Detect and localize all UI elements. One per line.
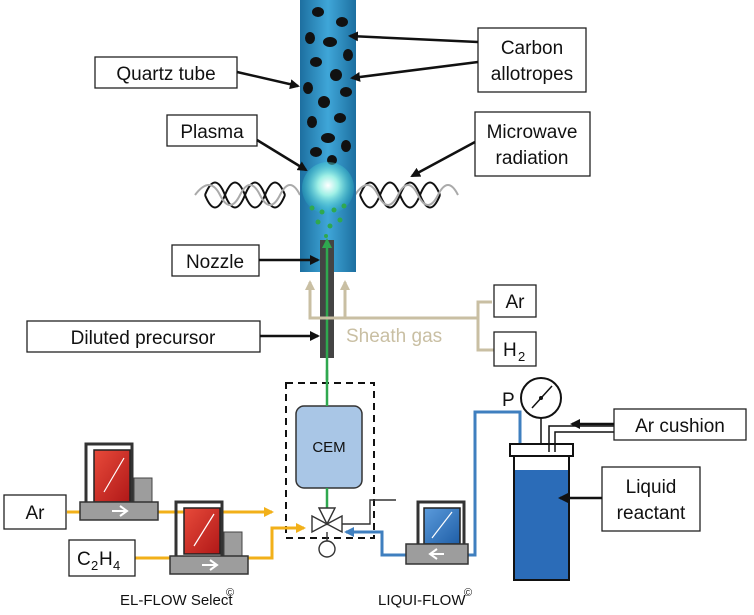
reactant-container: [509, 418, 614, 581]
microwave-label-line2: radiation: [496, 148, 569, 169]
quartz-tube-arrow: [236, 70, 300, 90]
green-droplets: [309, 203, 347, 238]
liquid-reactant-line2: reactant: [617, 503, 686, 524]
quartz-tube-label-box: [94, 56, 238, 89]
microwave-label-box: [474, 111, 591, 177]
el-flow-controller-2: [169, 500, 249, 575]
plasma-glow: [302, 162, 354, 214]
cem-unit: [295, 405, 363, 489]
h2-sheath-box: [493, 331, 537, 367]
carbon-label-box: [477, 27, 587, 93]
mixing-valve: [311, 499, 396, 558]
pressure-gauge: [520, 377, 562, 419]
plasma-arrow: [256, 138, 308, 172]
precursor-label-box: [26, 320, 261, 353]
h2-sheath-label: H: [503, 340, 517, 361]
carbon-particles: [303, 7, 353, 165]
liqui-flow-controller: [405, 500, 469, 565]
el-flow-controller-1: [79, 442, 159, 521]
liqui-flow-caption: LIQUI-FLOW: [378, 592, 466, 609]
carbon-arrow-2: [350, 60, 479, 82]
plasma-label: Plasma: [180, 122, 244, 143]
carbon-label-line2: allotropes: [491, 64, 573, 85]
el-flow-mark: ©: [226, 587, 234, 599]
microwave-waves-left: [194, 181, 301, 209]
ar-cushion-box: [613, 408, 747, 441]
nozzle-label: Nozzle: [186, 252, 244, 273]
liqui-flow-mark: ©: [464, 587, 472, 599]
carbon-label-line1: Carbon: [501, 38, 563, 59]
cem-label: CEM: [312, 439, 345, 456]
h2-sheath-sub: 2: [518, 349, 525, 364]
ar-sheath-box: [493, 284, 537, 318]
ar-sheath-label: Ar: [506, 292, 526, 313]
c2h4-c: C: [77, 549, 91, 570]
cem-enclosure: [285, 382, 375, 539]
microwave-waves-right: [354, 181, 459, 209]
microwave-label-line1: Microwave: [487, 122, 578, 143]
liquid-reactant-line1: Liquid: [626, 477, 677, 498]
sheath-gas-label: Sheath gas: [346, 326, 442, 347]
pressure-label: P: [502, 390, 515, 411]
c2h4-input-box: [68, 539, 136, 577]
plasma-label-box: [166, 114, 258, 147]
ar-input-label: Ar: [26, 503, 46, 524]
precursor-label: Diluted precursor: [71, 328, 216, 349]
ar-input-box: [3, 494, 67, 530]
nozzle-label-box: [171, 244, 260, 277]
c2h4-sub1: 2: [91, 558, 98, 573]
microwave-arrow: [410, 140, 476, 178]
quartz-tube-label: Quartz tube: [116, 64, 215, 85]
ar-cushion-label: Ar cushion: [635, 416, 725, 437]
sheath-gas-lines: [305, 280, 494, 352]
c2h4-sub2: 4: [113, 558, 120, 573]
carbon-arrow-1: [348, 31, 479, 44]
el-flow-caption: EL-FLOW Select: [120, 592, 233, 609]
c2h4-h: H: [99, 549, 113, 570]
